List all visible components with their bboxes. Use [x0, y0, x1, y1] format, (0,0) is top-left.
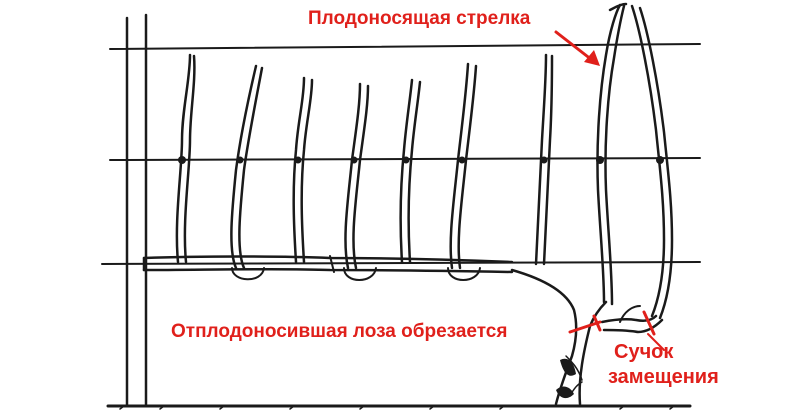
pruned-vine-label: Отплодоносившая лоза обрезается	[171, 321, 508, 342]
renewal-spur-label-line1: Сучок	[614, 341, 674, 363]
arrow-to-fruiting-cane	[554, 30, 600, 66]
trellis-posts	[125, 13, 148, 408]
fruiting-cane	[596, 2, 674, 320]
horizontal-arm	[142, 255, 514, 274]
trunk-shading	[556, 358, 576, 399]
cut-mark-renewal-spur	[642, 310, 665, 351]
trunk	[510, 268, 608, 406]
annotation-markers	[554, 30, 665, 351]
renewal-spur-label-line2: замещения	[608, 366, 719, 388]
renewal-spur	[600, 305, 664, 334]
cut-mark-old-vine	[568, 314, 602, 334]
bud-knots	[178, 156, 664, 164]
ground	[106, 404, 692, 410]
fruiting-cane-label: Плодоносящая стрелка	[308, 8, 531, 29]
vertical-canes	[175, 53, 554, 281]
